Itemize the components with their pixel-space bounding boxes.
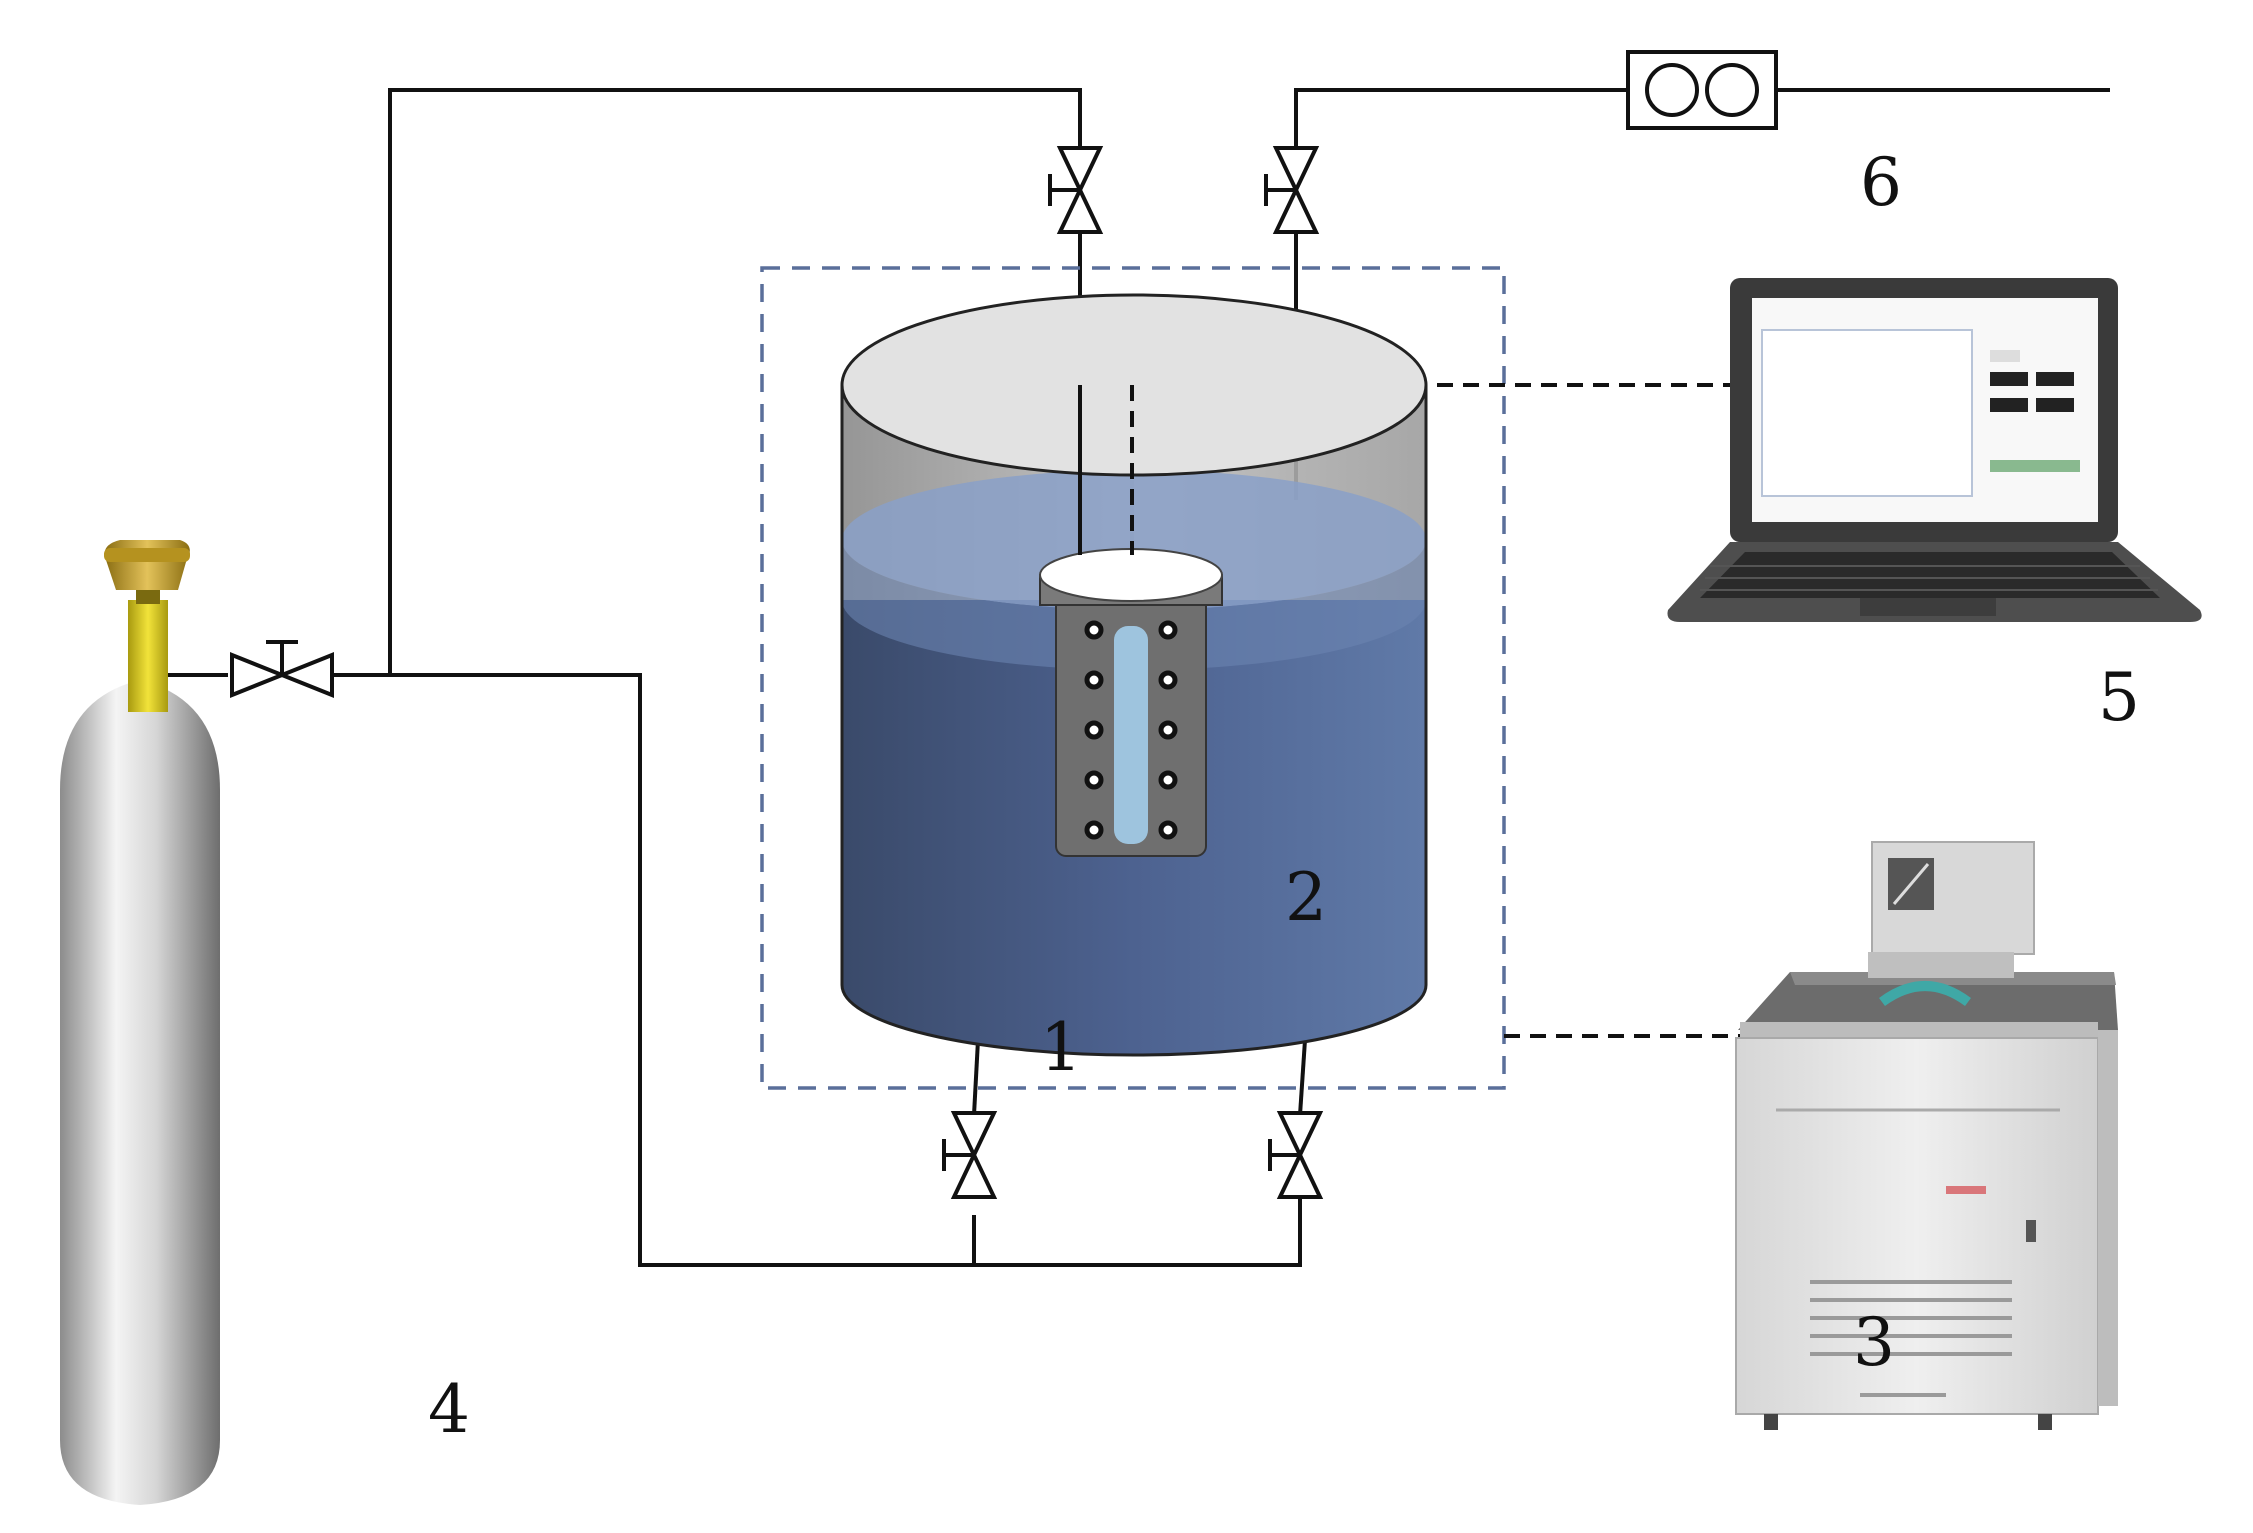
label-chiller: 3 [1853,1304,1895,1381]
sample-cell [1039,548,1223,857]
probe-lines [1078,385,1134,555]
label-gas-meter: 6 [1860,144,1902,221]
valve-icon [1268,1111,1324,1199]
gas-cylinder-icon [60,540,220,1505]
gas-meter-icon [1626,50,1778,130]
valve-icon [1048,146,1104,234]
label-computer: 5 [2098,659,2140,736]
laptop-icon [1667,278,2202,622]
valve-icon [230,640,334,698]
label-bath: 2 [1285,859,1327,936]
label-vessel: 1 [1040,1009,1082,1086]
label-cylinder: 4 [428,1371,470,1448]
valve-icon [942,1111,998,1199]
water-bath-enclosure [760,266,1506,1090]
valve-icon [1264,146,1320,234]
pipe-network [168,88,2110,1267]
chiller-icon [1735,841,2118,1430]
